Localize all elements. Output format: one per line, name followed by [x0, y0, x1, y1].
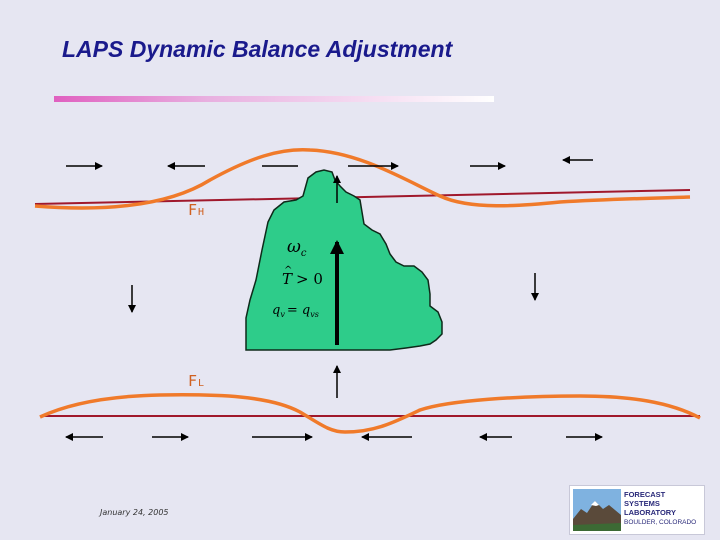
slide-title: LAPS Dynamic Balance Adjustment [62, 36, 453, 62]
t-hat-symbol: T [282, 270, 293, 288]
fsl-logo: FORECAST SYSTEMS LABORATORY BOULDER, COL… [569, 485, 705, 535]
lower-level-label: FL [188, 372, 206, 390]
t-hat-caret: ^ [284, 265, 292, 276]
upper-wave [34, 148, 691, 210]
omega-c-symbol: ωc [287, 237, 307, 259]
t-gt-zero: > 0 [296, 270, 323, 288]
cloud-shape [245, 169, 443, 351]
upper-level-label: FH [188, 201, 206, 219]
lower-wave [39, 393, 701, 434]
title-underline [54, 96, 494, 102]
mountain-logo-icon [573, 489, 621, 531]
slide-date: January 24, 2005 [100, 508, 169, 517]
logo-text: FORECAST SYSTEMS LABORATORY BOULDER, COL… [624, 490, 697, 526]
qv-equation: qv= qvs [272, 303, 319, 319]
